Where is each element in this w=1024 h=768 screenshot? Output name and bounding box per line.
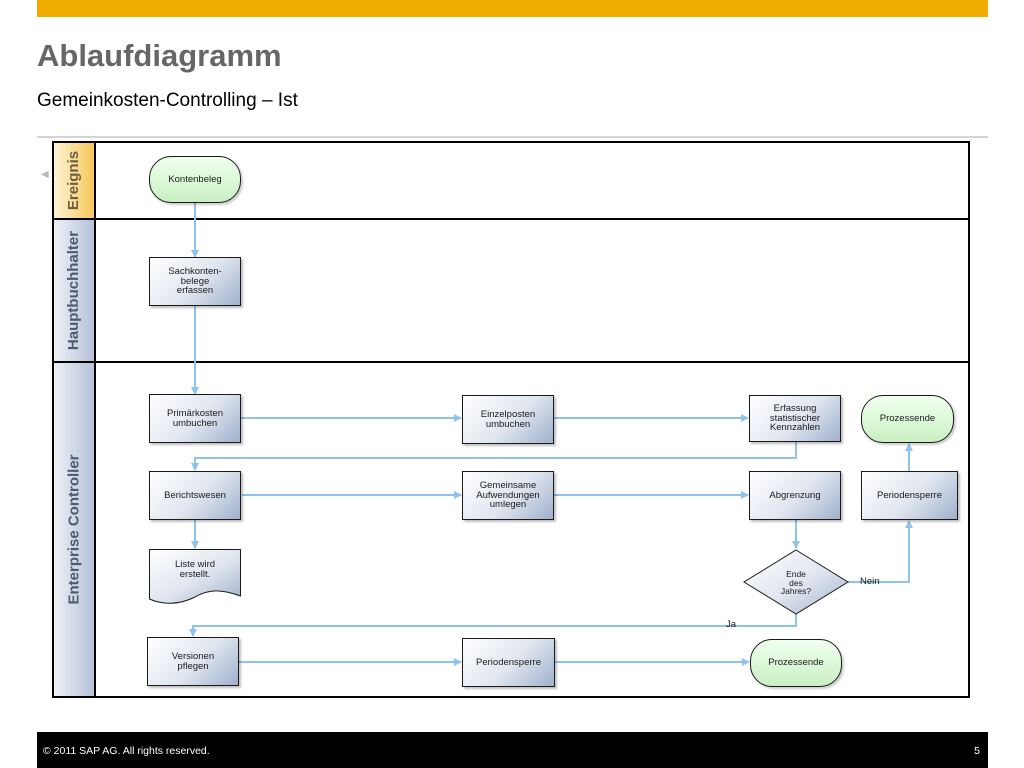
task-periodensperre-unten[interactable]: Periodensperre [462, 638, 555, 687]
footer: © 2011 SAP AG. All rights reserved. 5 [37, 732, 988, 768]
edge-label-ja: Ja [726, 619, 737, 630]
task-periodensperre[interactable]: Periodensperre [861, 471, 958, 520]
flowchart: Ereignis Hauptbuchhalter Enterprise Cont… [52, 141, 970, 698]
document-shape [149, 549, 241, 604]
title-divider [37, 136, 988, 138]
lane-header-enterprise-controller: Enterprise Controller [54, 363, 96, 696]
task-primaerkosten-umbuchen[interactable]: Primärkosten umbuchen [149, 394, 241, 443]
footer-copyright: © 2011 SAP AG. All rights reserved. [43, 745, 210, 757]
decision-diamond [743, 549, 849, 615]
lane-header-hauptbuchhalter: Hauptbuchhalter [54, 220, 96, 361]
task-versionen-pflegen[interactable]: Versionen pflegen [147, 637, 239, 686]
task-sachkonten-erfassen[interactable]: Sachkonten- belege erfassen [149, 257, 241, 306]
edge-label-nein: Nein [860, 576, 880, 587]
event-prozessende[interactable]: Prozessende [861, 395, 954, 443]
connector-entscheidung-nein [848, 520, 913, 583]
lane-divider [54, 361, 968, 363]
task-einzelposten-umbuchen[interactable]: Einzelposten umbuchen [462, 395, 554, 444]
page-title: Ablaufdiagramm [37, 38, 282, 73]
page-number: 5 [974, 745, 980, 757]
document-liste[interactable]: Liste wird erstellt. [149, 549, 241, 604]
task-abgrenzung[interactable]: Abgrenzung [749, 471, 841, 520]
task-erfassung-kennzahlen[interactable]: Erfassung statistischer Kennzahlen [749, 395, 841, 442]
document-liste-label: Liste wird erstellt. [174, 559, 216, 580]
task-gemeinsame-aufwendungen[interactable]: Gemeinsame Aufwendungen umlegen [462, 471, 554, 520]
connectors [189, 203, 913, 666]
connector-entscheidung-ja [189, 613, 797, 637]
decision-ende-des-jahres[interactable]: Ende des Jahres? [780, 568, 812, 597]
task-berichtswesen[interactable]: Berichtswesen [149, 471, 241, 520]
triangle-left-icon: ◀ [41, 169, 49, 180]
lane-divider [54, 218, 968, 220]
event-prozessende-unten[interactable]: Prozessende [750, 639, 842, 687]
lane-header-ereignis: Ereignis [54, 143, 96, 218]
event-kontenbeleg[interactable]: Kontenbeleg [149, 156, 241, 203]
page-subtitle: Gemeinkosten-Controlling – Ist [37, 90, 298, 111]
connector-erfassung-berichtswesen [191, 442, 797, 471]
accent-bar [37, 0, 988, 17]
